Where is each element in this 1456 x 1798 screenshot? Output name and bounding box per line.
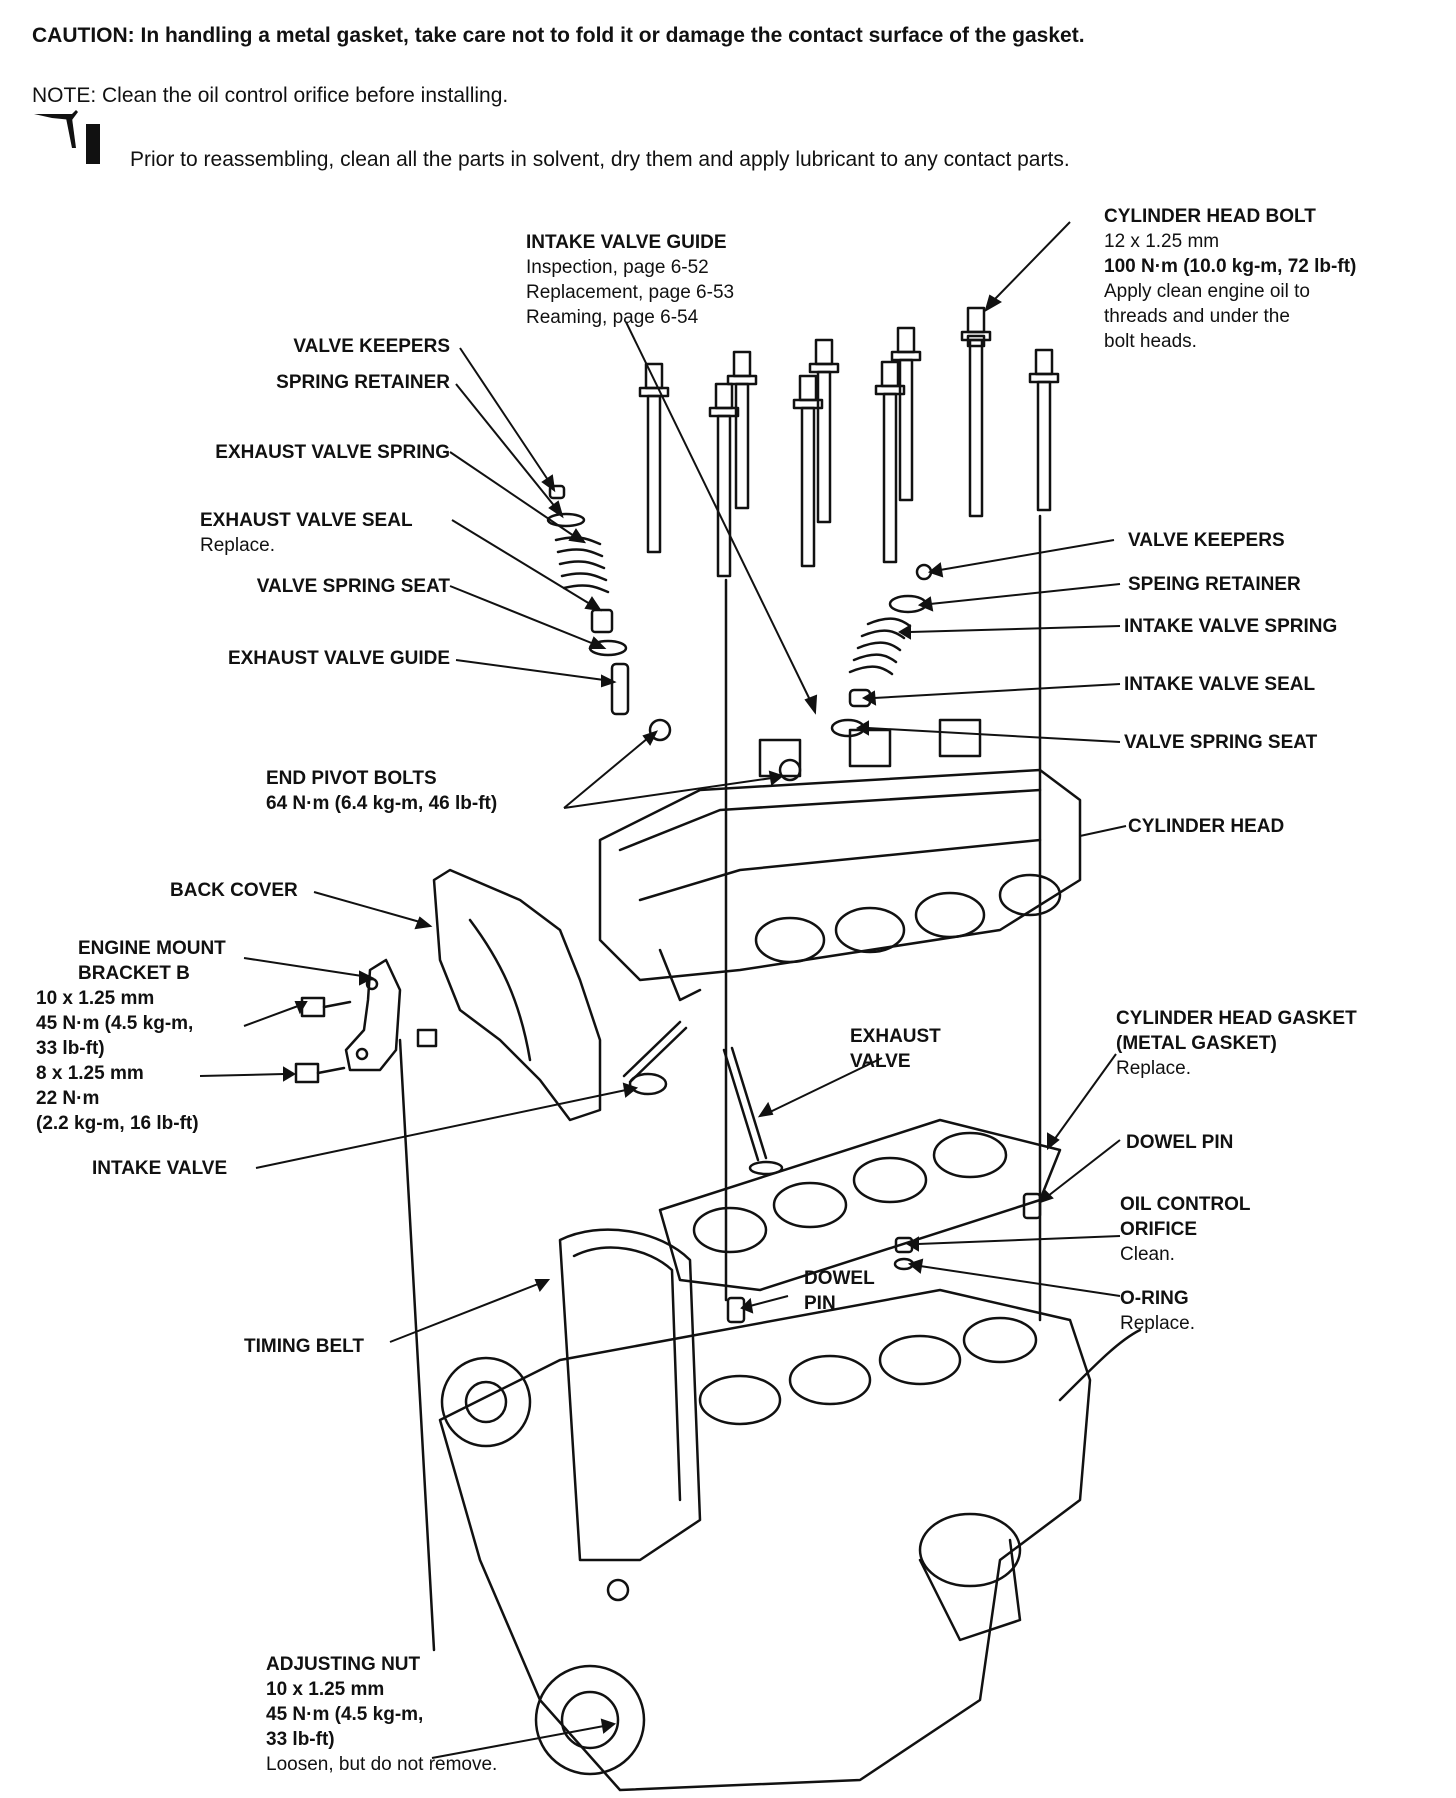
label-dowel-pin-center: DOWEL PIN <box>804 1268 875 1314</box>
label-cylinder-head-gasket: CYLINDER HEAD GASKET (METAL GASKET) Repl… <box>1116 1008 1357 1079</box>
label-exhaust-valve: EXHAUST VALVE <box>850 1026 941 1072</box>
dowel-pin-center <box>726 1296 746 1324</box>
label-valve-spring-seat-left: VALVE SPRING SEAT <box>256 576 450 597</box>
label-valve-keepers-left: VALVE KEEPERS <box>293 336 450 357</box>
label-exhaust-valve-spring: EXHAUST VALVE SPRING <box>215 442 450 463</box>
label-exhaust-valve-guide: EXHAUST VALVE GUIDE <box>227 648 450 669</box>
bolt-6 <box>890 326 922 502</box>
label-intake-valve-guide: INTAKE VALVE GUIDE Inspection, page 6-52… <box>526 232 735 328</box>
label-end-pivot-bolts: END PIVOT BOLTS 64 N·m (6.4 kg-m, 46 lb-… <box>266 768 498 814</box>
exhaust-valve <box>722 1046 784 1176</box>
exhaust-valve-stack <box>546 484 630 716</box>
caution-text: CAUTION: In handling a metal gasket, tak… <box>32 24 1085 47</box>
oil-can-icon <box>32 108 102 168</box>
engine-block <box>438 1288 1142 1792</box>
intake-valve <box>622 1020 688 1096</box>
label-back-cover: BACK COVER <box>170 880 298 901</box>
bolt-4 <box>808 338 840 524</box>
label-intake-valve-spring: INTAKE VALVE SPRING <box>1124 616 1338 637</box>
label-intake-valve-seal: INTAKE VALVE SEAL <box>1124 674 1316 695</box>
label-valve-keepers-right: VALVE KEEPERS <box>1128 530 1285 551</box>
bolt-2 <box>726 350 758 510</box>
timing-belt <box>558 1228 702 1562</box>
label-o-ring: O-RING Replace. <box>1120 1288 1195 1334</box>
dowel-pin-right <box>1022 1192 1042 1220</box>
bolt-7 <box>874 360 906 564</box>
label-valve-spring-seat-right: VALVE SPRING SEAT <box>1124 732 1318 753</box>
label-cylinder-head-bolt: CYLINDER HEAD BOLT 12 x 1.25 mm 100 N·m … <box>1104 206 1357 352</box>
label-exhaust-valve-seal: EXHAUST VALVE SEAL Replace. <box>200 510 413 556</box>
bolt-1 <box>638 362 670 554</box>
note-text: NOTE: Clean the oil control orifice befo… <box>32 84 509 107</box>
label-timing-belt: TIMING BELT <box>244 1336 364 1357</box>
label-adjusting-nut: ADJUSTING NUT 10 x 1.25 mm 45 N·m (4.5 k… <box>266 1654 498 1775</box>
bolt-9 <box>1028 348 1060 512</box>
lube-note-text: Prior to reassembling, clean all the par… <box>130 148 1070 171</box>
label-oil-control-orifice: OIL CONTROL ORIFICE Clean. <box>1120 1194 1251 1265</box>
label-intake-valve: INTAKE VALVE <box>92 1158 228 1179</box>
bolt-5 <box>792 374 824 568</box>
bolt-10 <box>966 334 986 348</box>
bolt-8 <box>960 306 992 518</box>
cylinder-head-gasket <box>658 1118 1062 1292</box>
label-dowel-pin-right: DOWEL PIN <box>1126 1132 1234 1153</box>
back-cover <box>432 868 602 1122</box>
label-speing-retainer-right: SPEING RETAINER <box>1128 574 1301 595</box>
cylinder-head <box>598 718 1082 1002</box>
label-cylinder-head: CYLINDER HEAD <box>1128 816 1285 837</box>
intake-valve-stack <box>830 563 933 738</box>
label-spring-retainer-left: SPRING RETAINER <box>276 372 450 393</box>
cylinder-head-bolts <box>638 306 1060 578</box>
label-engine-mount-bracket: ENGINE MOUNT BRACKET B 10 x 1.25 mm 45 N… <box>36 938 226 1134</box>
bolt-3 <box>708 382 740 578</box>
